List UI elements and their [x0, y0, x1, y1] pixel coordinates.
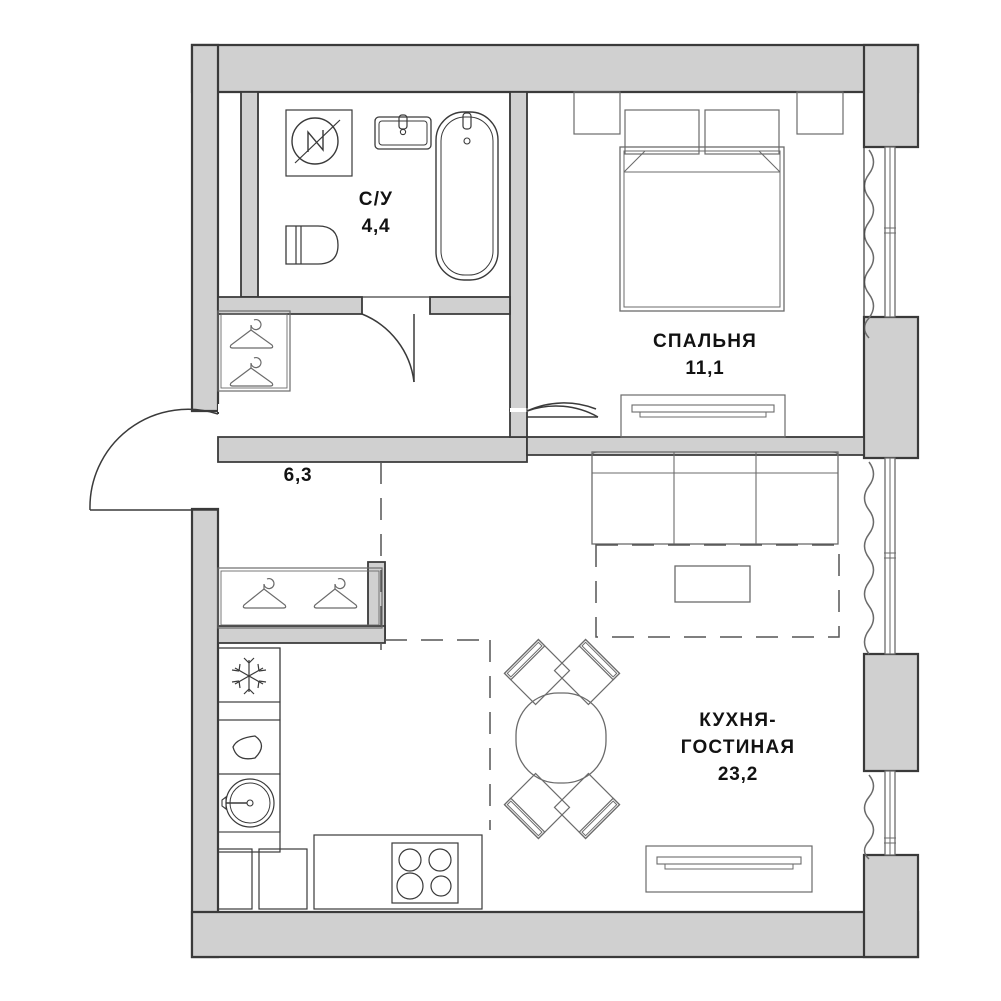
door-group	[89, 313, 613, 511]
bathroom-label: С/У	[359, 189, 393, 210]
hanger-icon	[229, 319, 274, 349]
hall-furniture	[217, 310, 383, 629]
window-kitchen	[863, 770, 896, 860]
bedroom-area: 11,1	[685, 358, 724, 379]
wall-right-pier-top	[862, 43, 920, 149]
kitchen-living-label-line1: КУХНЯ-	[699, 710, 776, 731]
sofa-three-seat	[591, 451, 839, 545]
window-living	[863, 457, 896, 655]
refrigerator-icon	[217, 647, 281, 703]
wall-right-pier-bottom	[862, 853, 920, 959]
wall-group	[190, 43, 920, 959]
wall-right-pier-mid-upper	[862, 315, 920, 460]
wall-bedroom-door-jamb	[509, 409, 528, 438]
washing-machine-kitchen-icon	[217, 773, 281, 833]
dining-table-round	[515, 692, 607, 784]
bedroom-label: СПАЛЬНЯ	[653, 331, 757, 352]
door-gap-bedroom	[510, 408, 528, 412]
kitchen-counter	[313, 834, 483, 910]
wall-bathroom-left	[240, 91, 259, 298]
bathtub-icon	[435, 111, 499, 281]
wall-left-lower	[190, 507, 220, 959]
curtain-bedroom	[863, 149, 875, 339]
kitchen-appliances	[217, 647, 483, 910]
wall-left-upper	[190, 43, 220, 413]
dining-chair-top-left	[503, 638, 571, 706]
coffee-table	[674, 565, 751, 603]
wall-right-pier-mid-lower	[862, 652, 920, 773]
hall-area: 6,3	[284, 465, 313, 486]
entrance-door[interactable]	[89, 404, 222, 511]
living-furniture	[380, 451, 840, 893]
pillow-right	[704, 109, 780, 155]
tv-media-unit	[645, 845, 813, 893]
hanger-icon	[242, 578, 287, 609]
kitchen-living-area: 23,2	[718, 764, 758, 785]
kitchen-living-label-line2: ГОСТИНАЯ	[681, 737, 796, 758]
hanger-icon	[313, 578, 358, 609]
window-bedroom	[863, 146, 896, 339]
hanger-icon	[229, 357, 274, 387]
toilet-icon	[285, 225, 339, 265]
appliance-divider	[217, 701, 281, 721]
room-labels: С/У 4,4 СПАЛЬНЯ 11,1 6,3 КУХНЯ- ГОСТИНАЯ…	[284, 189, 796, 785]
wall-hall-closet-bottom	[217, 625, 386, 644]
washbasin-icon	[374, 114, 432, 150]
bathroom-door[interactable]	[361, 313, 415, 383]
wardrobe-hangers-hall	[217, 310, 291, 392]
pillow-left	[624, 109, 700, 155]
living-zone-dashed	[595, 544, 840, 638]
bedroom-furniture	[526, 91, 865, 438]
bathroom-fixtures	[257, 91, 511, 298]
wall-bathroom-bedroom-divider	[509, 91, 528, 411]
base-cabinet-right	[258, 848, 308, 910]
double-bed	[619, 146, 785, 312]
wall-hall-kitchen-divider	[217, 436, 528, 463]
dining-set	[503, 638, 621, 840]
window-group	[863, 146, 896, 860]
curtain-living	[863, 461, 875, 655]
dining-chair-bottom-right	[553, 772, 621, 840]
cooktop-icon	[391, 842, 459, 904]
washing-machine-icon	[285, 109, 353, 177]
nightstand-right	[796, 91, 844, 135]
tv-dresser	[620, 394, 786, 438]
base-cabinet-left	[217, 848, 253, 910]
kitchen-zone-dashed	[380, 462, 492, 830]
wardrobe-hangers-kitchen	[217, 567, 383, 629]
dining-chair-bottom-left	[503, 772, 571, 840]
bathroom-area: 4,4	[362, 216, 391, 237]
wall-top	[190, 43, 920, 94]
bedroom-door[interactable]	[526, 399, 613, 420]
kitchen-sink-icon	[217, 719, 281, 775]
nightstand-left	[573, 91, 621, 135]
wall-bottom	[190, 910, 920, 959]
curtain-kitchen	[863, 774, 875, 860]
wall-bathtub-bottom	[429, 296, 511, 315]
dining-chair-top-right	[553, 638, 621, 706]
